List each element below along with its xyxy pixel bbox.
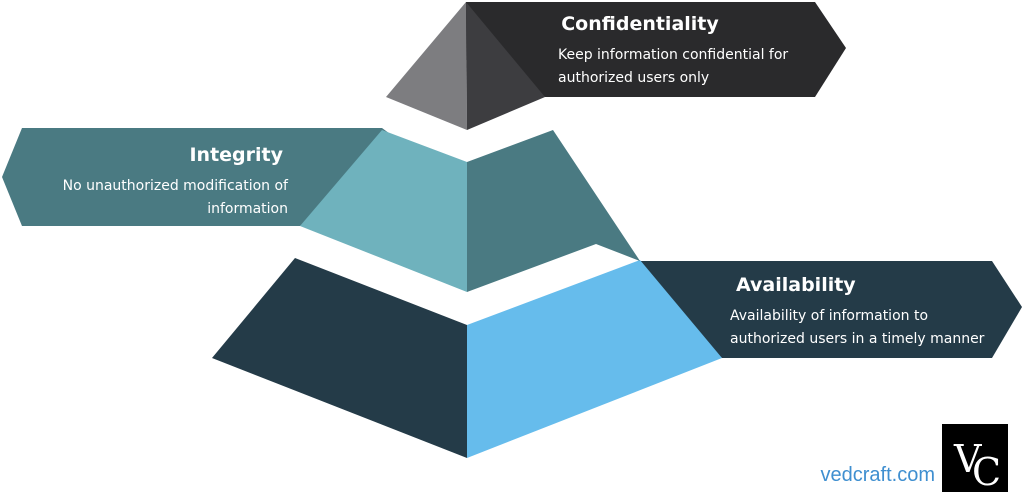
confidentiality-tier-right-face xyxy=(466,2,545,130)
confidentiality-title: Confidentiality xyxy=(561,13,719,35)
availability-title: Availability xyxy=(736,274,856,296)
availability-description-line-1: Availability of information to xyxy=(730,308,928,324)
availability-tier-right-face xyxy=(467,260,722,458)
availability-tier-left-face xyxy=(212,258,467,458)
availability-banner xyxy=(640,261,1022,358)
integrity-description-line-1: No unauthorized modification of xyxy=(63,178,289,194)
integrity-tier-right-face xyxy=(467,130,640,292)
logo-letter-c: C xyxy=(972,450,1001,494)
logo-letter-v: V xyxy=(953,437,982,481)
brand-site-text: vedcraft.com xyxy=(821,464,935,486)
vc-logo: V C xyxy=(942,424,1008,494)
integrity-banner xyxy=(2,128,412,226)
integrity-tier-left-face xyxy=(300,130,467,292)
confidentiality-description-line-2: authorized users only xyxy=(558,70,709,86)
confidentiality-description-line-1: Keep information confidential for xyxy=(558,47,788,63)
availability-description-line-2: authorized users in a timely manner xyxy=(730,331,985,347)
confidentiality-banner xyxy=(466,2,846,97)
confidentiality-tier-left-face xyxy=(386,2,467,130)
integrity-description-line-2: information xyxy=(207,201,288,217)
integrity-title: Integrity xyxy=(189,144,283,166)
